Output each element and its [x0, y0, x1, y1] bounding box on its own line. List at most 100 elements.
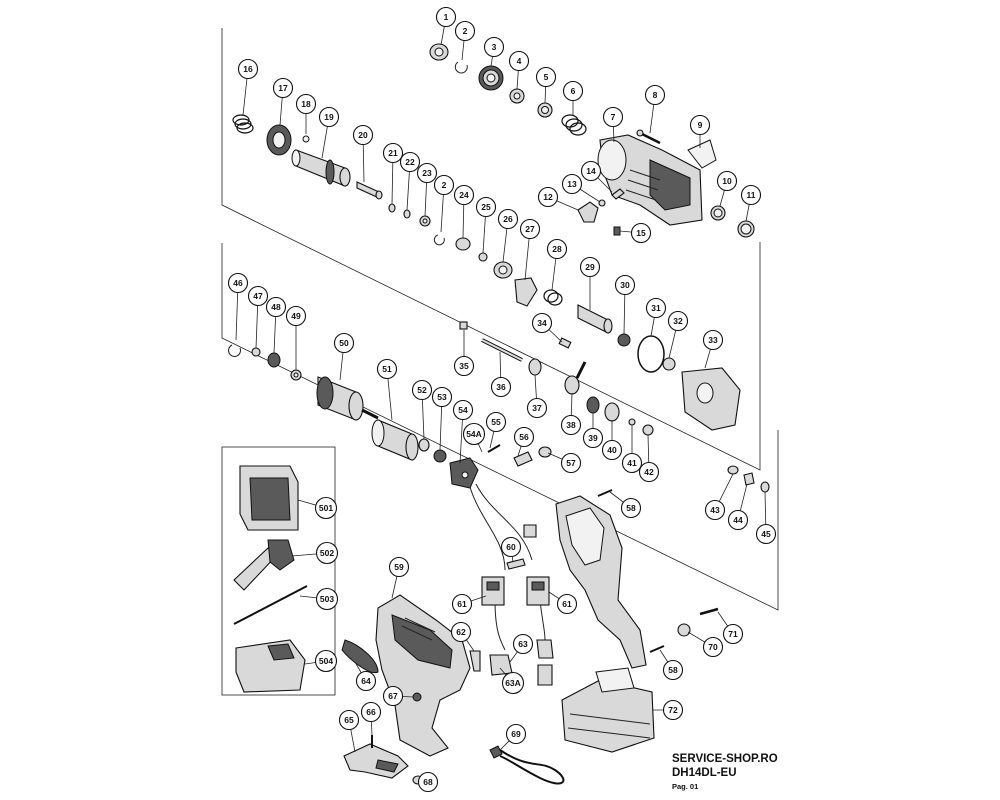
callout-72: 72: [662, 699, 684, 721]
callout-label: 56: [519, 432, 529, 442]
callout-label: 22: [405, 157, 415, 167]
callout-24: 24: [453, 184, 475, 206]
callout-22: 22: [399, 151, 421, 173]
callout-circle: [417, 771, 439, 793]
callout-label: 7: [611, 112, 616, 122]
accessories: [233, 465, 308, 693]
callout-14: 14: [580, 160, 602, 182]
callout-40: 40: [601, 439, 623, 461]
callout-5: 5: [535, 66, 557, 88]
callout-label: 68: [423, 777, 433, 787]
callout-circle: [490, 376, 512, 398]
callout-label: 19: [324, 112, 334, 122]
callout-circle: [431, 386, 453, 408]
callout-69: 69: [505, 723, 527, 745]
callout-23: 23: [416, 162, 438, 184]
callout-circle: [485, 411, 507, 433]
callout-51: 51: [376, 358, 398, 380]
callout-circle: [314, 649, 338, 673]
callout-circle: [454, 20, 476, 42]
callout-503: 503: [315, 587, 339, 611]
callout-circle: [452, 399, 474, 421]
callout-circle: [388, 556, 410, 578]
callout-circle: [662, 699, 684, 721]
callout-circle: [315, 587, 339, 611]
callout-label: 13: [567, 179, 577, 189]
callout-label: 58: [626, 503, 636, 513]
callout-label: 15: [636, 228, 646, 238]
callout-label: 72: [668, 705, 678, 715]
callout-58: 58: [620, 497, 642, 519]
callout-49: 49: [285, 305, 307, 327]
part-70: [677, 623, 691, 637]
callout-label: 71: [728, 629, 738, 639]
callout-label: 27: [525, 224, 535, 234]
callout-label: 66: [366, 707, 376, 717]
callout-65: 65: [338, 709, 360, 731]
callout-label: 21: [388, 148, 398, 158]
callout-circle: [644, 84, 666, 106]
callout-57: 57: [560, 452, 582, 474]
callout-label: 42: [644, 467, 654, 477]
callout-label: 43: [710, 505, 720, 515]
callout-circle: [475, 196, 497, 218]
callout-label: 5: [544, 72, 549, 82]
callout-label: 58: [668, 665, 678, 675]
callout-21: 21: [382, 142, 404, 164]
callout-circle: [505, 723, 527, 745]
callout-circle: [513, 426, 535, 448]
callout-55: 55: [485, 411, 507, 433]
callout-circle: [483, 36, 505, 58]
callout-38: 38: [560, 414, 582, 436]
part-69-buckle: [489, 745, 503, 759]
callout-68: 68: [417, 771, 439, 793]
screw-58-lower: [649, 645, 665, 653]
callout-54: 54: [452, 399, 474, 421]
callout-50: 50: [333, 332, 355, 354]
callout-label: 35: [459, 361, 469, 371]
callout-label: 14: [586, 166, 596, 176]
model-number: DH14DL-EU: [672, 767, 737, 779]
callout-circle: [295, 93, 317, 115]
callout-label: 55: [491, 417, 501, 427]
callout-label: 3: [492, 42, 497, 52]
callout-label: 53: [437, 392, 447, 402]
callout-1: 1: [435, 6, 457, 28]
callout-label: 51: [382, 364, 392, 374]
switch-brush-assembly: [449, 444, 554, 686]
callout-label: 65: [344, 715, 354, 725]
part-64-plate: [341, 639, 379, 674]
callout-34: 34: [531, 312, 553, 334]
callout-label: 67: [388, 691, 398, 701]
callout-label: 502: [320, 548, 334, 558]
callout-4: 4: [508, 50, 530, 72]
callout-67: 67: [382, 685, 404, 707]
callout-label: 29: [585, 262, 595, 272]
callout-label: 10: [722, 176, 732, 186]
callout-circle: [501, 671, 525, 695]
callout-label: 6: [571, 86, 576, 96]
callout-label: 32: [673, 316, 683, 326]
callout-64: 64: [355, 670, 377, 692]
part-72-battery: [561, 667, 655, 753]
callout-16: 16: [237, 58, 259, 80]
callout-label: 23: [422, 168, 432, 178]
callout-label: 34: [537, 318, 547, 328]
callout-label: 4: [517, 56, 522, 66]
callout-circle: [462, 422, 486, 446]
callout-502: 502: [315, 541, 339, 565]
part-67: [412, 692, 422, 702]
callout-label: 50: [339, 338, 349, 348]
callout-circle: [352, 124, 374, 146]
callout-61: 61: [451, 593, 473, 615]
callout-71: 71: [722, 623, 744, 645]
callout-label: 11: [747, 190, 756, 200]
callout-circle: [621, 452, 643, 474]
callout-59: 59: [388, 556, 410, 578]
callout-circle: [740, 184, 762, 206]
callout-circle: [722, 623, 744, 645]
callout-label: 61: [457, 599, 467, 609]
callout-3: 3: [483, 36, 505, 58]
callout-label: 28: [552, 244, 562, 254]
